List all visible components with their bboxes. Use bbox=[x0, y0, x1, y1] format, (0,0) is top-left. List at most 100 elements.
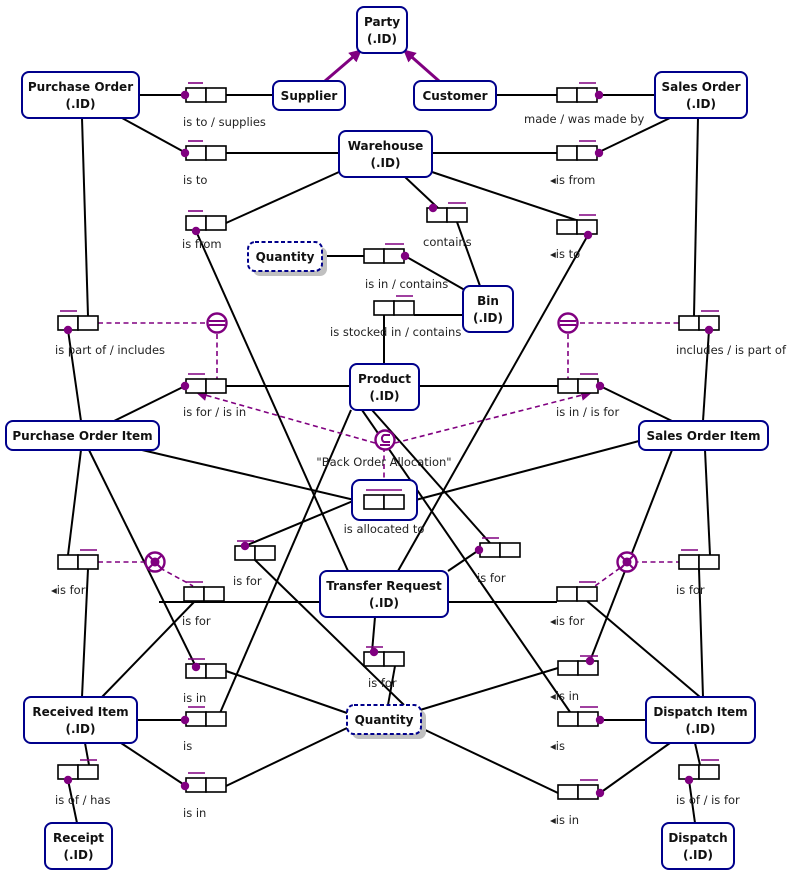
predicate-product-bin[interactable] bbox=[373, 295, 415, 316]
predicate-tr-product-left[interactable] bbox=[234, 540, 276, 561]
role-box[interactable] bbox=[446, 207, 468, 223]
entity-box[interactable] bbox=[462, 285, 514, 333]
entity-box[interactable] bbox=[654, 71, 748, 119]
equality-constraint-icon[interactable] bbox=[557, 312, 579, 334]
role-box[interactable] bbox=[77, 764, 99, 780]
predicate-po-supplier[interactable] bbox=[180, 82, 227, 103]
predicate-po-warehouse[interactable] bbox=[180, 140, 227, 161]
predicate-di-quantity-soi[interactable] bbox=[557, 655, 599, 676]
role-box[interactable] bbox=[576, 145, 598, 161]
role-box[interactable] bbox=[577, 378, 599, 394]
predicate-ri-tr[interactable] bbox=[183, 581, 225, 602]
role-box[interactable] bbox=[383, 494, 405, 510]
predicate-poi-product[interactable] bbox=[180, 373, 227, 394]
entity-receipt[interactable]: Receipt(.ID) bbox=[44, 822, 113, 870]
role-box[interactable] bbox=[556, 87, 578, 103]
value-type-box[interactable] bbox=[346, 704, 422, 735]
entity-sales-order[interactable]: Sales Order(.ID) bbox=[654, 71, 748, 119]
role-box[interactable] bbox=[557, 378, 579, 394]
predicate-di-dispatch[interactable] bbox=[678, 759, 720, 785]
role-box[interactable] bbox=[557, 784, 579, 800]
role-box[interactable] bbox=[77, 315, 99, 331]
role-box[interactable] bbox=[373, 300, 395, 316]
value-type-box[interactable] bbox=[247, 241, 323, 272]
value-type-quantity-main[interactable]: Quantity bbox=[346, 704, 426, 739]
entity-dispatch[interactable]: Dispatch(.ID) bbox=[661, 822, 735, 870]
predicate-di-quantity[interactable] bbox=[557, 779, 605, 800]
role-box[interactable] bbox=[499, 542, 521, 558]
entity-box[interactable] bbox=[338, 130, 433, 178]
predicate-poi-po[interactable] bbox=[57, 310, 99, 335]
entity-box[interactable] bbox=[661, 822, 735, 870]
entity-supplier[interactable]: Supplier bbox=[272, 80, 346, 111]
role-box[interactable] bbox=[205, 378, 227, 394]
entity-box[interactable] bbox=[349, 363, 420, 411]
entity-purchase-order[interactable]: Purchase Order(.ID) bbox=[21, 71, 140, 119]
role-box[interactable] bbox=[205, 215, 227, 231]
entity-box[interactable] bbox=[356, 6, 408, 54]
role-box[interactable] bbox=[205, 777, 227, 793]
subset-constraint-icon[interactable] bbox=[374, 429, 396, 451]
role-box[interactable] bbox=[698, 764, 720, 780]
role-box[interactable] bbox=[205, 663, 227, 679]
entity-box[interactable] bbox=[645, 696, 756, 744]
role-box[interactable] bbox=[557, 660, 579, 676]
entity-box[interactable] bbox=[23, 696, 138, 744]
predicate-tr-quantity[interactable] bbox=[363, 646, 405, 667]
predicate-ri-product[interactable] bbox=[180, 706, 227, 727]
role-box[interactable] bbox=[205, 145, 227, 161]
predicate-so-customer[interactable] bbox=[556, 82, 604, 103]
role-box[interactable] bbox=[556, 586, 578, 602]
entity-box[interactable] bbox=[272, 80, 346, 111]
predicate-ri-poi[interactable] bbox=[57, 549, 99, 570]
predicate-tr-from-warehouse[interactable] bbox=[185, 210, 227, 236]
exclusive-or-constraint-icon[interactable] bbox=[144, 551, 166, 573]
entity-warehouse[interactable]: Warehouse(.ID) bbox=[338, 130, 433, 178]
role-box[interactable] bbox=[383, 651, 405, 667]
role-box[interactable] bbox=[205, 87, 227, 103]
entity-box[interactable] bbox=[21, 71, 140, 119]
equality-constraint-icon[interactable] bbox=[206, 312, 228, 334]
objectified-fact-back-order-allocation[interactable]: "Back Order Allocation"is allocated to bbox=[316, 455, 451, 536]
role-box[interactable] bbox=[698, 554, 720, 570]
entity-box[interactable] bbox=[319, 570, 449, 618]
role-box[interactable] bbox=[57, 554, 79, 570]
role-box[interactable] bbox=[557, 711, 579, 727]
entity-box[interactable] bbox=[5, 420, 160, 451]
role-box[interactable] bbox=[576, 586, 598, 602]
entity-purchase-order-item[interactable]: Purchase Order Item bbox=[5, 420, 160, 451]
role-box[interactable] bbox=[393, 300, 415, 316]
role-box[interactable] bbox=[678, 554, 700, 570]
predicate-is-allocated-to[interactable] bbox=[363, 489, 405, 510]
role-box[interactable] bbox=[556, 219, 578, 235]
entity-received-item[interactable]: Received Item(.ID) bbox=[23, 696, 138, 744]
entity-box[interactable] bbox=[413, 80, 497, 111]
entity-box[interactable] bbox=[44, 822, 113, 870]
role-box[interactable] bbox=[203, 586, 225, 602]
entity-sales-order-item[interactable]: Sales Order Item bbox=[638, 420, 769, 451]
predicate-so-warehouse[interactable] bbox=[556, 140, 604, 161]
role-box[interactable] bbox=[183, 586, 205, 602]
entity-bin[interactable]: Bin(.ID) bbox=[462, 285, 514, 333]
predicate-di-product[interactable] bbox=[557, 706, 605, 727]
role-box[interactable] bbox=[577, 711, 599, 727]
role-box[interactable] bbox=[77, 554, 99, 570]
role-box[interactable] bbox=[363, 248, 385, 264]
entity-dispatch-item[interactable]: Dispatch Item(.ID) bbox=[645, 696, 756, 744]
role-box[interactable] bbox=[678, 315, 700, 331]
predicate-di-tr[interactable] bbox=[556, 581, 598, 602]
predicate-tr-to-warehouse[interactable] bbox=[556, 214, 598, 240]
role-box[interactable] bbox=[556, 145, 578, 161]
predicate-bin-quantity[interactable] bbox=[363, 243, 410, 264]
predicate-tr-product-right[interactable] bbox=[474, 537, 521, 558]
predicate-ri-receipt[interactable] bbox=[57, 759, 99, 785]
role-box[interactable] bbox=[205, 711, 227, 727]
predicate-soi-so[interactable] bbox=[678, 310, 720, 335]
entity-customer[interactable]: Customer bbox=[413, 80, 497, 111]
entity-transfer-request[interactable]: Transfer Request(.ID) bbox=[319, 570, 449, 618]
exclusive-or-constraint-icon[interactable] bbox=[616, 551, 638, 573]
value-type-quantity-bin[interactable]: Quantity bbox=[247, 241, 327, 276]
entity-product[interactable]: Product(.ID) bbox=[349, 363, 420, 411]
predicate-warehouse-bin[interactable] bbox=[426, 202, 468, 223]
role-box[interactable] bbox=[576, 87, 598, 103]
